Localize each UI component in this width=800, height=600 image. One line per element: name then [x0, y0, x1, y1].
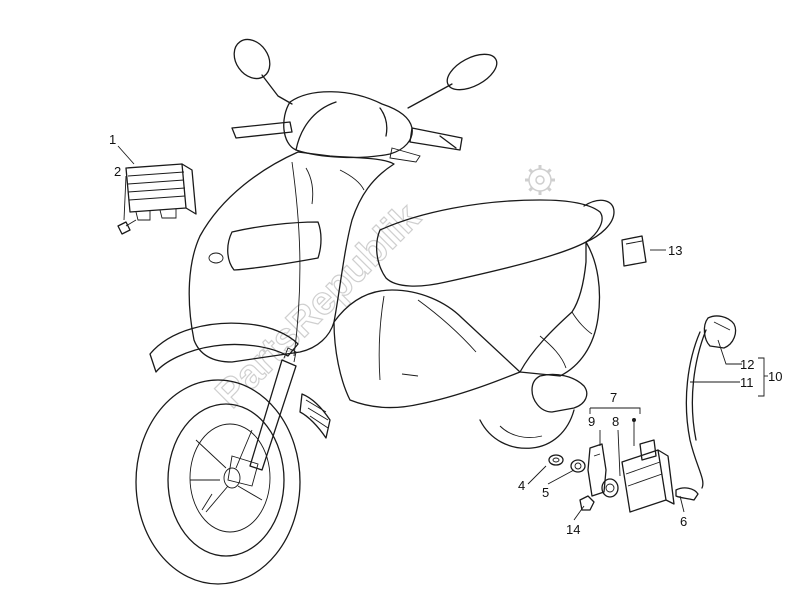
left-mirror	[233, 38, 293, 105]
callout-2: 2	[114, 164, 121, 179]
callout-13: 13	[668, 243, 682, 258]
voltage-regulator	[125, 163, 197, 221]
callout-14: 14	[566, 522, 580, 537]
callout-12: 12	[740, 357, 754, 372]
ignition-coil-assembly	[548, 439, 675, 513]
floorboard	[333, 289, 521, 409]
callout-5: 5	[542, 485, 549, 500]
leader-dot	[632, 418, 636, 422]
spark-plug-cap	[703, 315, 737, 349]
callout-11: 11	[740, 375, 754, 390]
front-fork	[249, 359, 297, 471]
callout-4: 4	[518, 478, 525, 493]
spacer-part-5	[570, 459, 586, 473]
left-grip	[231, 121, 293, 139]
right-mirror	[407, 53, 498, 109]
headlight	[227, 221, 322, 271]
front-shield	[188, 151, 395, 363]
callout-1: 1	[109, 132, 116, 147]
front-wheel	[135, 379, 301, 585]
regulator-bolt	[117, 219, 137, 235]
right-grip	[409, 127, 463, 151]
indicator-light	[208, 252, 224, 264]
callout-9: 9	[588, 414, 595, 429]
scooter-outline	[135, 38, 615, 585]
rear-wheel	[479, 409, 575, 449]
ht-cable-assembly	[675, 315, 737, 501]
relay-part-13	[621, 235, 647, 267]
gear-icon	[525, 165, 555, 195]
callout-8: 8	[612, 414, 619, 429]
callout-10: 10	[768, 369, 782, 384]
leader-lines	[117, 145, 768, 521]
nut-part-14	[579, 495, 595, 511]
bracket-part-9	[587, 443, 607, 497]
callout-labels: 1 2 4 5 6 7 8 9 10 11 12 13 14	[109, 132, 782, 537]
rear-grab-handle	[583, 199, 615, 243]
engine-muffler	[531, 373, 588, 413]
watermark-text: PartsRepublik	[207, 195, 429, 417]
washer-part-4	[548, 454, 564, 466]
rubber-part-8	[601, 478, 619, 498]
headset	[283, 91, 413, 159]
callout-7: 7	[610, 390, 617, 405]
rear-body	[519, 241, 601, 377]
callout-6: 6	[680, 514, 687, 529]
